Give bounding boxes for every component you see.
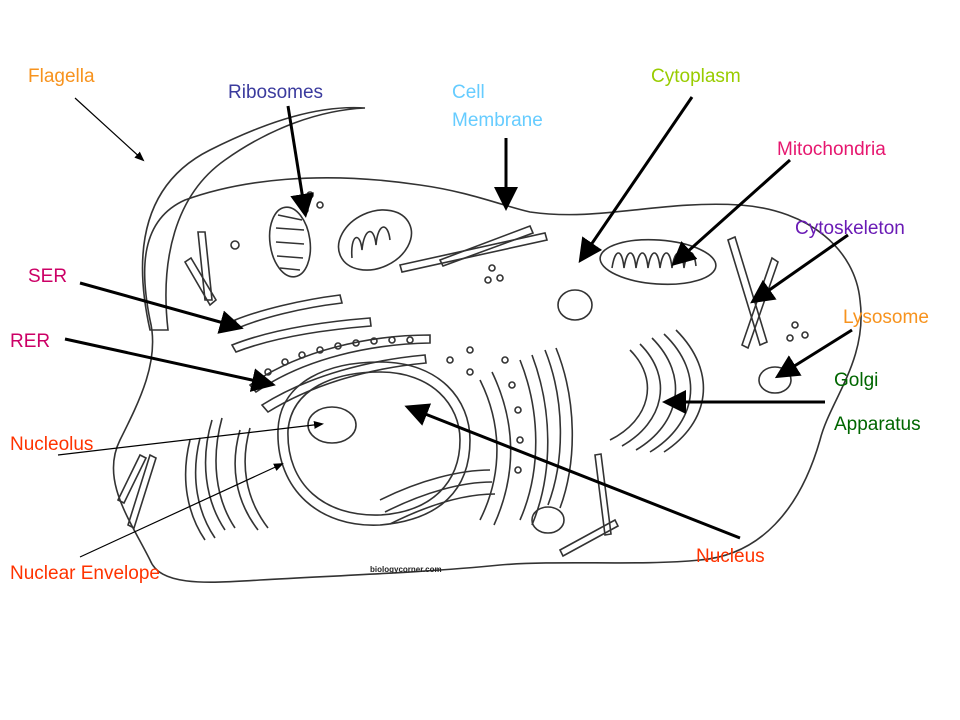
source-credit: biologycorner.com: [370, 565, 442, 574]
pointer-cytoplasm: [578, 96, 694, 263]
pointer-ribosomes: [286, 105, 314, 218]
cytoskeleton-fibres: [116, 224, 779, 558]
label-cytoplasm: Cytoplasm: [651, 66, 741, 87]
label-flagella: Flagella: [28, 66, 95, 87]
flagellum-shape: [141, 106, 366, 331]
pointer-flagella: [74, 97, 145, 162]
lower-er: [184, 417, 496, 541]
pointer-lysosome: [774, 328, 853, 379]
mitochondrion-left: [268, 206, 312, 278]
label-cell-membrane-line2: Membrane: [452, 110, 543, 131]
label-nucleolus: Nucleolus: [10, 434, 94, 455]
pointer-mitochondria: [671, 158, 792, 267]
vesicle-lower: [531, 506, 565, 534]
mitochondrion-right: [599, 238, 717, 286]
ribosome-dots: [230, 191, 809, 342]
vesicle-center: [557, 289, 593, 321]
pointer-nuclear-envelope: [79, 463, 284, 558]
label-ribosomes: Ribosomes: [228, 82, 324, 103]
label-rer: RER: [10, 331, 51, 352]
label-cytoskeleton: Cytoskeleton: [795, 218, 905, 239]
label-nucleus: Nucleus: [696, 546, 765, 567]
label-lysosome: Lysosome: [843, 307, 929, 328]
label-golgi-line2: Apparatus: [834, 414, 921, 435]
golgi-stack: [609, 329, 705, 453]
label-mitochondria: Mitochondria: [777, 139, 886, 160]
pointer-ser: [79, 281, 244, 334]
cell-membrane-outline: [112, 177, 862, 583]
er-network: [446, 346, 574, 526]
label-cell-membrane-line1: Cell: [452, 82, 485, 103]
cell-drawing: [112, 106, 862, 583]
label-nuclear-envelope: Nuclear Envelope: [10, 563, 160, 584]
nucleus-shape: [277, 361, 471, 526]
pointer-nucleus: [404, 403, 741, 540]
pointer-rer: [64, 337, 276, 392]
pointer-lines: [57, 96, 853, 558]
label-ser: SER: [28, 266, 68, 287]
mitochondrion-middle: [337, 209, 413, 271]
smooth-er: [230, 294, 372, 353]
pointer-nucleolus: [57, 420, 324, 456]
label-golgi-line1: Golgi: [834, 370, 879, 391]
pointer-cytoskeleton: [750, 233, 849, 304]
